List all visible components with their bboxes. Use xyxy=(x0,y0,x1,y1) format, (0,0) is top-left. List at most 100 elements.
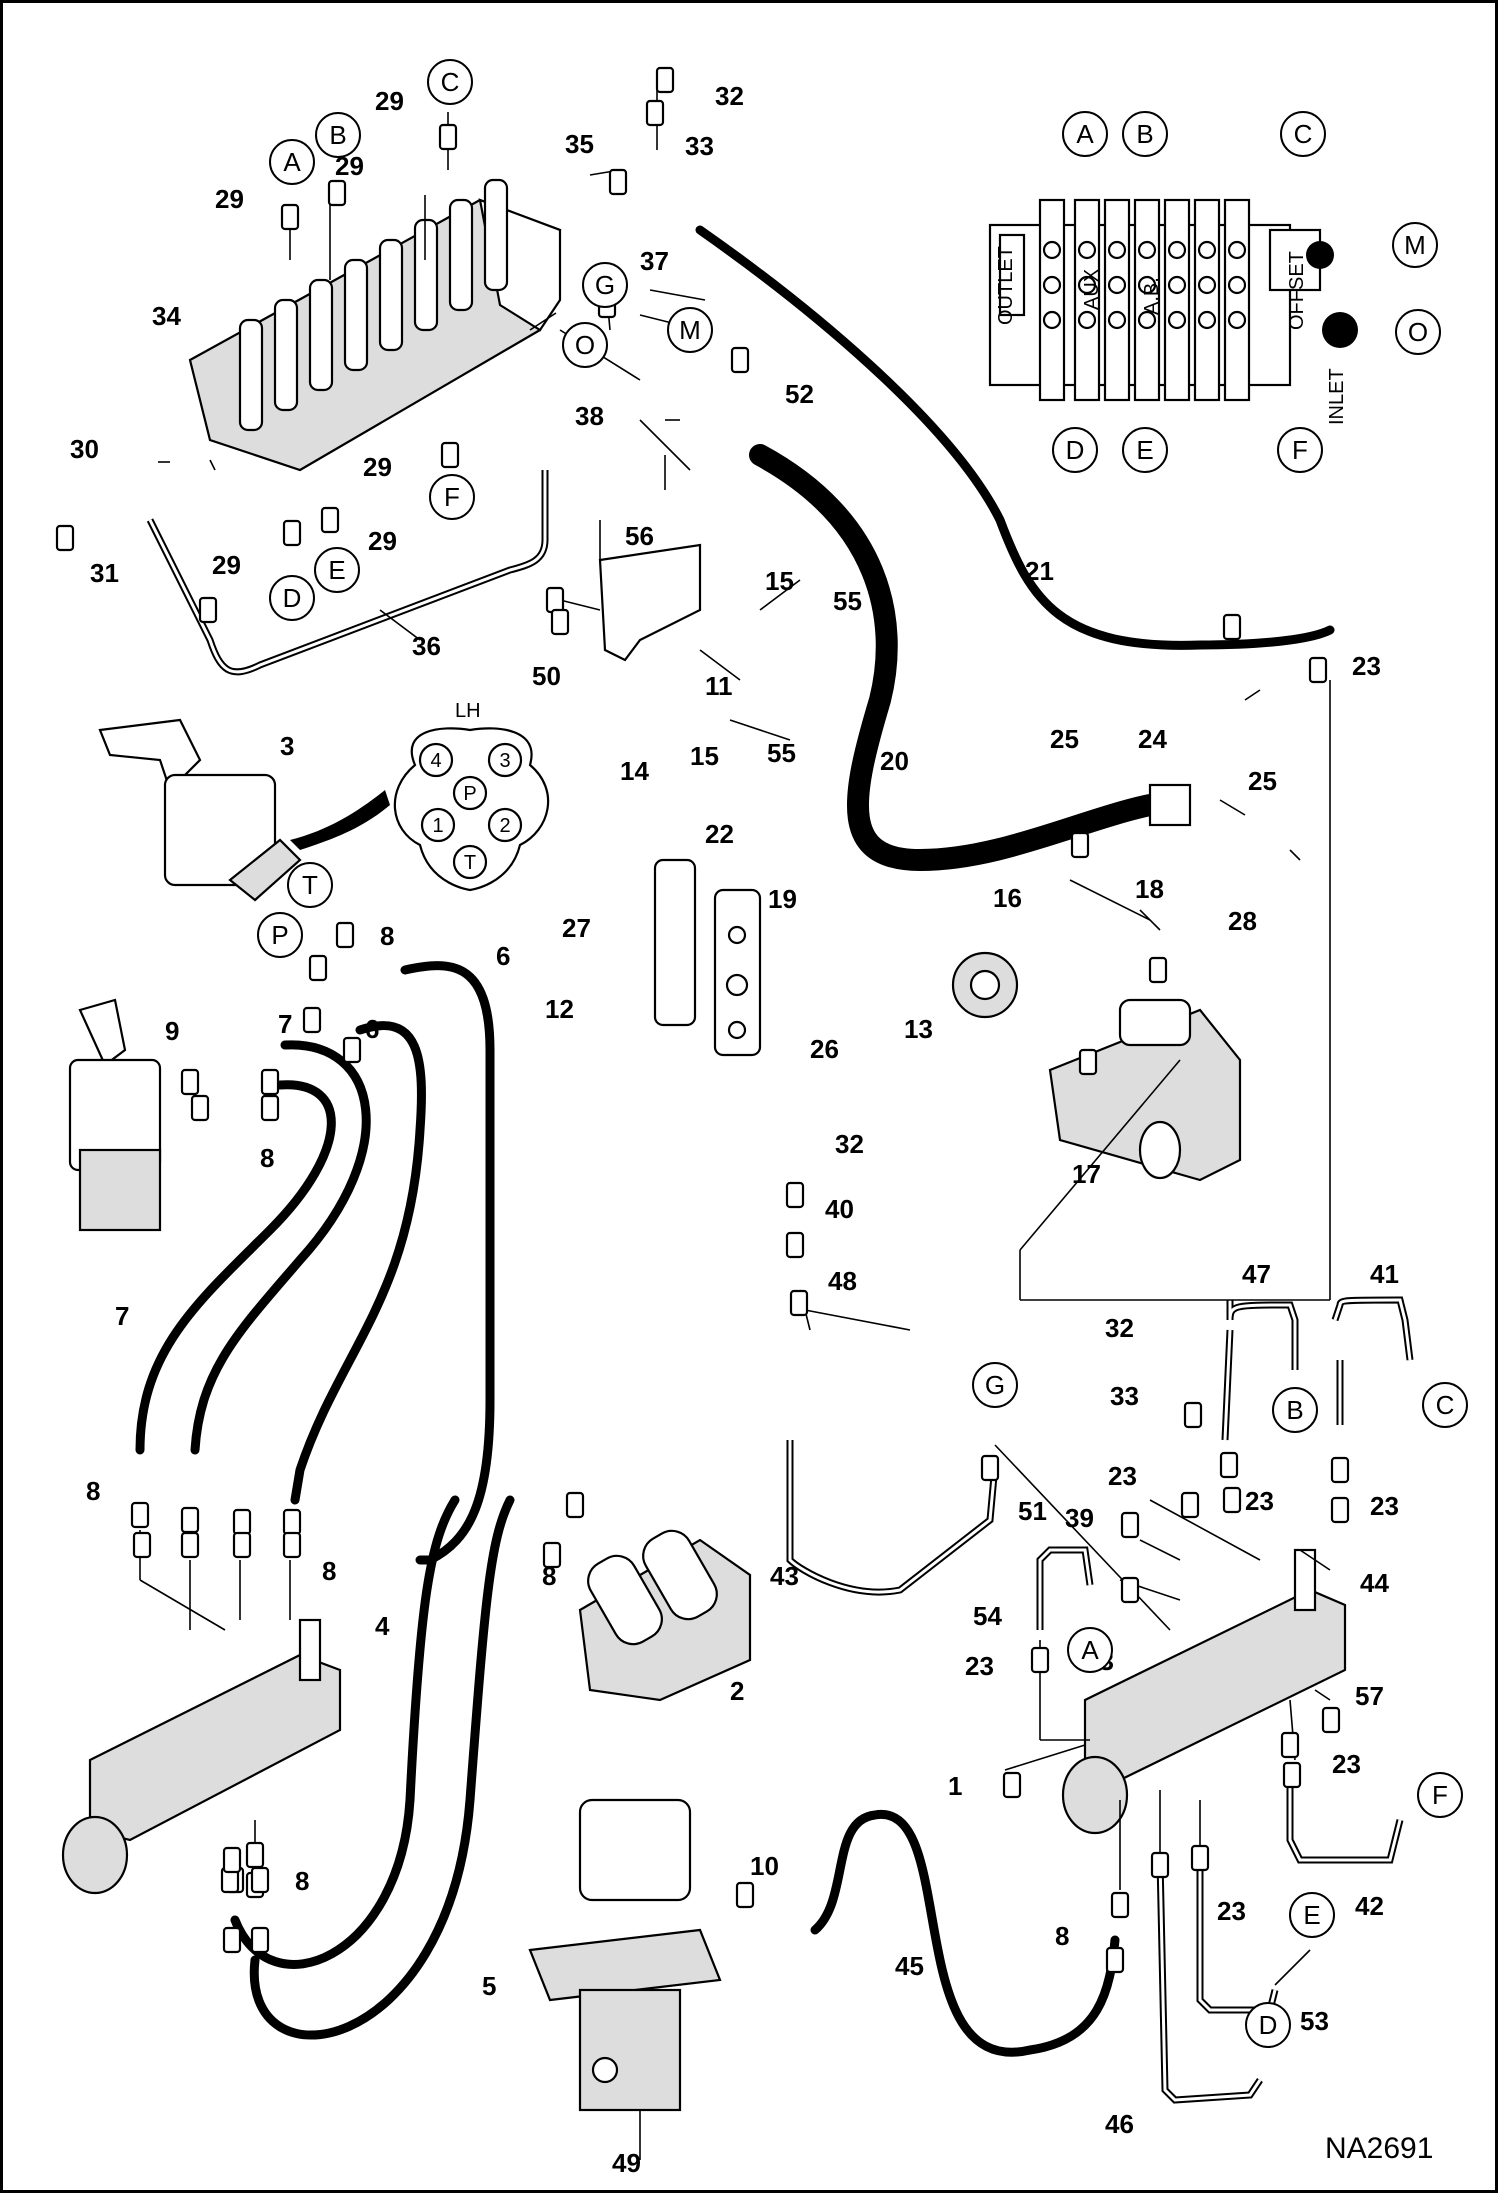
callout-number: 17 xyxy=(1072,1159,1101,1189)
leader-line xyxy=(559,599,601,611)
callout-number: 47 xyxy=(1242,1259,1271,1289)
callout-number: 1 xyxy=(948,1771,962,1801)
callout-number: 10 xyxy=(750,1851,779,1881)
callout-number: 52 xyxy=(785,379,814,409)
fitting xyxy=(1110,1891,1130,1919)
fitting xyxy=(1070,831,1090,859)
port-letter-circle xyxy=(1067,1627,1113,1673)
section-port xyxy=(1107,275,1127,295)
port-letter: D xyxy=(1259,2010,1278,2040)
pointer-arrow xyxy=(290,790,390,850)
fitting xyxy=(980,1454,1000,1482)
section-port xyxy=(1107,310,1127,330)
port-letter-circle xyxy=(972,1362,1018,1408)
fitting xyxy=(655,66,675,94)
fitting xyxy=(55,524,75,552)
callout-number: 30 xyxy=(70,434,99,464)
callout-number: 3 xyxy=(280,731,294,761)
fitting xyxy=(180,1531,200,1559)
callout-number: 25 xyxy=(1050,724,1079,754)
fitting xyxy=(302,1006,322,1034)
callout-number: 6 xyxy=(496,941,510,971)
rigid-tube xyxy=(1286,1775,1404,1864)
hose-4 xyxy=(230,1495,460,1969)
port-letter: D xyxy=(283,583,302,613)
pilot-port xyxy=(452,775,488,811)
fitting xyxy=(1282,1761,1302,1789)
section-port xyxy=(1167,240,1187,260)
port-letter: G xyxy=(985,1370,1005,1400)
fitting xyxy=(180,1506,200,1534)
pilot-port-label: 2 xyxy=(499,815,510,837)
fitting xyxy=(1183,1401,1203,1429)
callout-number: 21 xyxy=(1025,556,1054,586)
hose-20 xyxy=(749,444,1161,872)
callout-number: 31 xyxy=(90,558,119,588)
label-aux: AUX xyxy=(1081,269,1103,310)
port-letter-circle xyxy=(1395,309,1441,355)
fitting xyxy=(735,1881,755,1909)
callout-number: 8 xyxy=(1055,1921,1069,1951)
fitting xyxy=(222,1926,242,1954)
section-port xyxy=(1077,275,1097,295)
port-letter: F xyxy=(444,482,460,512)
callout-number: 55 xyxy=(767,738,796,768)
fitting xyxy=(789,1289,809,1317)
fitting xyxy=(1222,1486,1242,1514)
valve-spool xyxy=(378,238,404,352)
fitting xyxy=(1078,1048,1098,1076)
port-letter-circle xyxy=(1392,222,1438,268)
valve-spool xyxy=(413,218,439,332)
fitting xyxy=(1180,1491,1200,1519)
fitting xyxy=(545,586,565,614)
callout-number: 54 xyxy=(973,1601,1002,1631)
hose-7b xyxy=(135,1080,336,1455)
port-letter: E xyxy=(1303,1900,1320,1930)
port-letter-circle xyxy=(1272,1387,1318,1433)
section-port xyxy=(1137,310,1157,330)
pilot-port xyxy=(452,844,488,880)
pilot-port xyxy=(420,807,456,843)
section-port xyxy=(1042,310,1062,330)
callout-number: 42 xyxy=(1355,1891,1384,1921)
callout-number: 38 xyxy=(575,401,604,431)
callout-number: 33 xyxy=(685,131,714,161)
callout-number: 45 xyxy=(895,1951,924,1981)
fitting xyxy=(260,1094,280,1122)
callout-number: 6 xyxy=(365,1014,379,1044)
callout-number: 57 xyxy=(1355,1681,1384,1711)
leader-line xyxy=(1289,849,1301,861)
callout-number: 32 xyxy=(715,81,744,111)
leader-line xyxy=(994,1444,1171,1631)
valve-spool xyxy=(448,198,474,312)
fitting xyxy=(785,1181,805,1209)
callout-number: 29 xyxy=(215,184,244,214)
section-port xyxy=(1077,240,1097,260)
main-control-valve xyxy=(188,178,562,472)
port-letter: B xyxy=(1286,1395,1303,1425)
callout-number: 34 xyxy=(152,301,181,331)
leader-line xyxy=(379,609,421,641)
fitting xyxy=(335,921,355,949)
leader-line xyxy=(649,289,706,301)
callout-number: 29 xyxy=(368,526,397,556)
fitting xyxy=(190,1094,210,1122)
port-letter: T xyxy=(302,870,318,900)
leader-line xyxy=(1004,1744,1086,1771)
section-port xyxy=(1227,310,1247,330)
hose-6b xyxy=(290,1021,426,1505)
callout-number: 11 xyxy=(705,671,733,701)
callout-number: 40 xyxy=(825,1194,854,1224)
hose-21 xyxy=(695,225,1335,650)
plate-19 xyxy=(713,888,762,1057)
callout-number: 44 xyxy=(1360,1568,1389,1598)
fitting xyxy=(232,1508,252,1536)
pilot-port-label: 3 xyxy=(499,750,510,772)
joystick-3 xyxy=(98,718,302,902)
leader-line xyxy=(1244,689,1261,701)
gear-13 xyxy=(951,951,1019,1019)
callout-number: 36 xyxy=(412,631,441,661)
leader-line xyxy=(139,1579,226,1631)
